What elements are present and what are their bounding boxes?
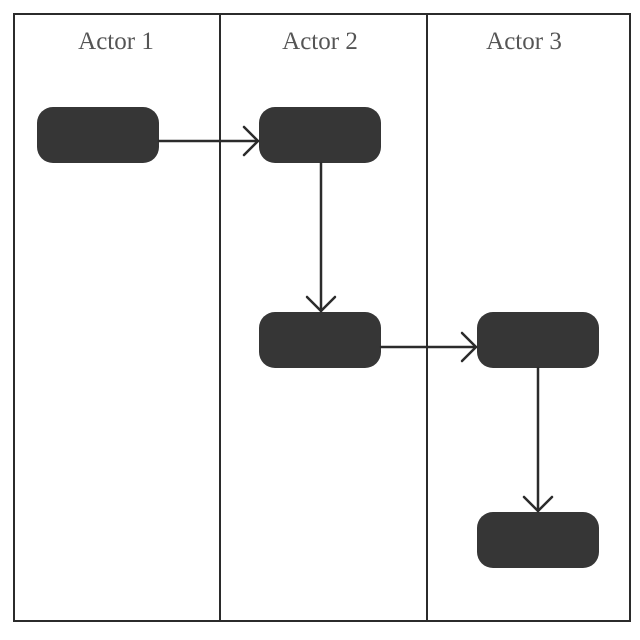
lane-title-actor-2: Actor 2 <box>282 28 358 55</box>
lane-title-actor-3: Actor 3 <box>486 28 562 55</box>
lane-title-actor-1: Actor 1 <box>78 28 154 55</box>
activity-node-2 <box>259 107 381 163</box>
activity-node-5 <box>477 512 599 568</box>
activity-node-3 <box>259 312 381 368</box>
activity-node-4 <box>477 312 599 368</box>
flow-arrow-4-to-5 <box>522 366 554 513</box>
flow-arrow-1-to-2 <box>157 125 260 157</box>
lane-divider-1 <box>219 13 221 622</box>
flow-arrow-2-to-3 <box>305 161 337 313</box>
flow-arrow-3-to-4 <box>379 331 478 363</box>
activity-node-1 <box>37 107 159 163</box>
lane-divider-2 <box>426 13 428 622</box>
diagram-frame <box>13 13 631 622</box>
